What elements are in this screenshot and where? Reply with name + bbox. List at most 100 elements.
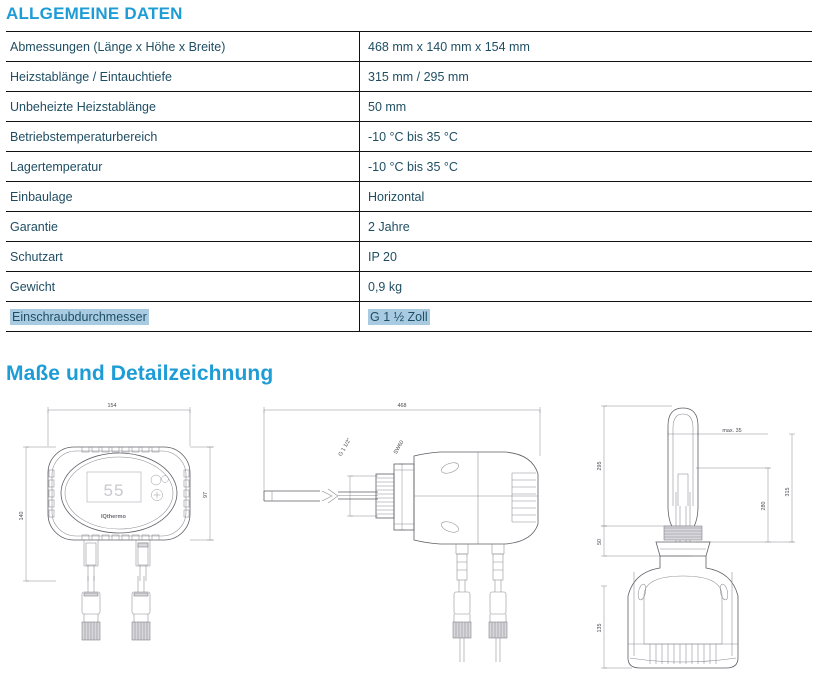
spec-label: Abmessungen (Länge x Höhe x Breite) (6, 31, 360, 62)
spec-value: Horizontal (359, 181, 812, 212)
dim-label-height-right: 97 (203, 492, 209, 498)
page-title-general-data: ALLGEMEINE DATEN (6, 4, 183, 23)
spec-value-text: 0,9 kg (368, 279, 403, 294)
dim-height-97 (190, 446, 214, 541)
spec-label: Gewicht (6, 271, 360, 302)
spec-label-text-highlighted: Einschraubdurchmesser (10, 308, 149, 325)
thread-collar (655, 525, 711, 557)
spec-label-text: Garantie (10, 219, 58, 234)
dim-label-315: 315 (785, 488, 791, 497)
vent-notches-top (81, 446, 160, 453)
spec-label: Heizstablänge / Eintauchtiefe (6, 61, 360, 92)
mc4-connector-right-side (488, 591, 508, 662)
table-row: Heizstablänge / Eintauchtiefe 315 mm / 2… (6, 61, 812, 92)
dim-280 (696, 467, 794, 543)
vent-notches-sides (48, 469, 190, 518)
general-data-table-body: Abmessungen (Länge x Höhe x Breite) 468 … (6, 31, 812, 332)
dim-wrench-size (399, 463, 405, 531)
spec-value: 0,9 kg (359, 271, 812, 302)
dim-max-35 (667, 431, 768, 437)
spec-value: -10 °C bis 35 °C (359, 151, 812, 182)
dim-height-140 (23, 446, 56, 582)
spec-label-text: Gewicht (10, 279, 56, 294)
spec-label: Schutzart (6, 241, 360, 272)
dim-label-295: 295 (597, 462, 603, 471)
threaded-fitting (375, 463, 415, 531)
mode-button-icon (150, 474, 169, 486)
dim-label-135: 135 (597, 624, 603, 633)
spec-value-text: Horizontal (368, 189, 425, 204)
spec-value: G 1 ½ Zoll (359, 301, 812, 332)
drawing-front-view: 154 140 97 (4, 396, 244, 681)
dim-label-50: 50 (597, 539, 603, 545)
brand-logo-label: IQthermo (101, 514, 126, 520)
control-buttons (150, 474, 169, 501)
spec-label-text: Lagertemperatur (10, 159, 103, 174)
table-row: Lagertemperatur -10 °C bis 35 °C (6, 151, 812, 182)
spec-value-text-highlighted: G 1 ½ Zoll (368, 308, 430, 325)
dim-label-total-length: 468 (398, 403, 407, 409)
spec-label-text: Unbeheizte Heizstablänge (10, 99, 156, 114)
spec-label: Garantie (6, 211, 360, 242)
spec-value: 315 mm / 295 mm (359, 61, 812, 92)
vent-notches-bottom (81, 534, 160, 541)
device-housing-side (413, 451, 539, 545)
spec-value-text: 2 Jahre (368, 219, 410, 234)
dim-315 (789, 433, 795, 543)
dim-135 (601, 585, 632, 669)
dim-295 (601, 405, 692, 527)
spec-label: Betriebstemperaturbereich (6, 121, 360, 152)
spec-value-text: -10 °C bis 35 °C (368, 159, 458, 174)
table-row: Gewicht 0,9 kg (6, 271, 812, 302)
table-row: Einbaulage Horizontal (6, 181, 812, 212)
spec-label-text: Betriebstemperaturbereich (10, 129, 158, 144)
mc4-connector-left (81, 576, 101, 641)
spec-value-text: -10 °C bis 35 °C (368, 129, 458, 144)
spec-value-text: 468 mm x 140 mm x 154 mm (368, 39, 530, 54)
spec-label-text: Einbaulage (10, 189, 73, 204)
mc4-connector-left-side (452, 591, 472, 662)
cable-connectors-side (452, 544, 508, 662)
display-panel: 55 (86, 471, 142, 503)
dim-width-154 (47, 407, 191, 446)
spec-label-text: Heizstablänge / Eintauchtiefe (10, 69, 172, 84)
spec-value: -10 °C bis 35 °C (359, 121, 812, 152)
heater-rod (263, 488, 378, 504)
housing-shell-section (627, 556, 739, 669)
spec-value-text: IP 20 (368, 249, 397, 264)
table-row-selected: Einschraubdurchmesser G 1 ½ Zoll (6, 301, 812, 332)
table-row: Schutzart IP 20 (6, 241, 812, 272)
spec-value-text: 50 mm (368, 99, 407, 114)
mc4-connector-right (131, 576, 151, 641)
display-temperature-value: 55 (104, 481, 125, 500)
dim-label-height-left: 140 (19, 512, 25, 521)
dim-label-280: 280 (761, 502, 767, 511)
technical-drawings: 154 140 97 (0, 396, 818, 681)
cable-connectors-front (81, 540, 151, 641)
spec-value-text: 315 mm / 295 mm (368, 69, 469, 84)
table-row: Betriebstemperaturbereich -10 °C bis 35 … (6, 121, 812, 152)
spec-label-text: Abmessungen (Länge x Höhe x Breite) (10, 39, 226, 54)
general-data-table: Abmessungen (Länge x Höhe x Breite) 468 … (6, 31, 812, 332)
plus-button-icon (151, 489, 163, 501)
spec-label: Unbeheizte Heizstablänge (6, 91, 360, 122)
dim-total-length-468 (263, 407, 541, 492)
spec-label-text: Schutzart (10, 249, 63, 264)
spec-label: Einbaulage (6, 181, 360, 212)
dim-label-width: 154 (108, 403, 117, 409)
dim-thread (347, 475, 378, 517)
dim-label-thread: G 1 1/2" (338, 437, 353, 457)
spec-value: 2 Jahre (359, 211, 812, 242)
spec-label: Einschraubdurchmesser (6, 301, 360, 332)
spec-value: 468 mm x 140 mm x 154 mm (359, 31, 812, 62)
device-housing-front (47, 446, 191, 541)
spec-label: Lagertemperatur (6, 151, 360, 182)
drawing-side-view: 468 G 1 1/2" SW60 (250, 396, 560, 681)
connector-pins (649, 644, 717, 664)
table-row: Garantie 2 Jahre (6, 211, 812, 242)
table-row: Abmessungen (Länge x Höhe x Breite) 468 … (6, 31, 812, 62)
drawing-section-view: 295 50 135 max. 35 (572, 396, 818, 681)
section-title-dimensions: Maße und Detailzeichnung (6, 362, 274, 385)
dim-label-wrench-size: SW60 (393, 440, 406, 456)
